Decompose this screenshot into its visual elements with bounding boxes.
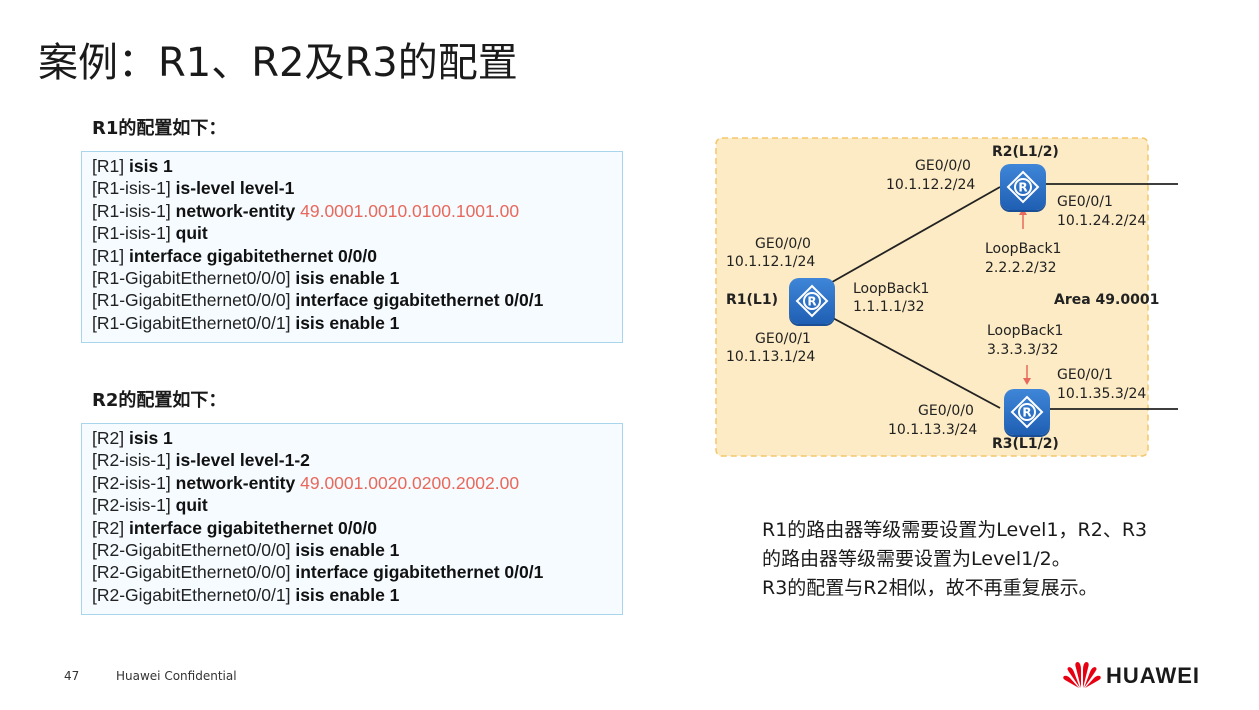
cli-command: interface gigabitethernet 0/0/1	[295, 290, 544, 311]
huawei-logo-icon	[1063, 662, 1101, 688]
r2-if1-name: GE0/0/1	[1057, 194, 1113, 210]
brand-name: HUAWEI	[1106, 663, 1200, 688]
r2-config-line: [R2-GigabitEthernet0/0/0] isis enable 1	[92, 539, 622, 561]
r1-config-line: [R1] isis 1	[92, 155, 622, 177]
r1-if1-name: GE0/0/1	[755, 331, 811, 347]
cli-prompt: [R2-isis-1]	[92, 495, 171, 516]
description-line: 的路由器等级需要设置为Level1/2。	[762, 548, 1071, 570]
r1-config-line: [R1-GigabitEthernet0/0/1] isis enable 1	[92, 312, 622, 334]
cli-command: interface gigabitethernet 0/0/0	[128, 245, 377, 266]
r1-if1-ip: 10.1.13.1/24	[726, 349, 816, 365]
cli-prompt: [R1-GigabitEthernet0/0/0]	[92, 290, 291, 311]
svg-text:R: R	[807, 295, 816, 309]
r2-config-line: [R2-GigabitEthernet0/0/1] isis enable 1	[92, 584, 622, 606]
description-text: R1的路由器等级需要设置为Level1，R2、R3 的路由器等级需要设置为Lev…	[762, 516, 1202, 603]
cli-command: quit	[175, 495, 208, 516]
r2-loopback-name: LoopBack1	[985, 241, 1062, 257]
cli-command: interface gigabitethernet 0/0/0	[128, 517, 377, 538]
description-line: R3的配置与R2相似，故不再重复展示。	[762, 577, 1098, 599]
cli-prompt: [R1-isis-1]	[92, 223, 171, 244]
cli-command: isis enable 1	[295, 584, 400, 605]
topology-lines	[715, 137, 1178, 457]
router-r2-icon: R	[1000, 164, 1046, 210]
r1-config-line: [R1-GigabitEthernet0/0/0] isis enable 1	[92, 267, 622, 289]
r1-if0-name: GE0/0/0	[755, 236, 811, 252]
cli-value: 49.0001.0020.0200.2002.00	[300, 472, 520, 493]
cli-command: is-level level-1	[175, 178, 295, 199]
r1-loopback-name: LoopBack1	[853, 281, 930, 297]
r3-if0-ip: 10.1.13.3/24	[888, 422, 978, 438]
cli-prompt: [R2-isis-1]	[92, 472, 171, 493]
cli-command: network-entity	[175, 200, 296, 221]
r3-if1-name: GE0/0/1	[1057, 367, 1113, 383]
cli-prompt: [R2-GigabitEthernet0/0/0]	[92, 539, 291, 560]
r2-if0-name: GE0/0/0	[915, 158, 971, 174]
link-r1-r3	[817, 309, 1001, 409]
r3-name: R3(L1/2)	[992, 436, 1059, 452]
r3-loopback-ip: 3.3.3.3/32	[987, 342, 1059, 358]
cli-command: interface gigabitethernet 0/0/1	[295, 562, 544, 583]
r2-config-line: [R2-isis-1] network-entity 49.0001.0020.…	[92, 472, 622, 494]
r2-loopback-arrow-head	[1019, 208, 1027, 215]
cli-prompt: [R1-GigabitEthernet0/0/1]	[92, 312, 291, 333]
r2-config-line: [R2] isis 1	[92, 427, 622, 449]
r1-config-line: [R1-GigabitEthernet0/0/0] interface giga…	[92, 289, 622, 311]
cli-command: isis enable 1	[295, 539, 400, 560]
r1-loopback-ip: 1.1.1.1/32	[853, 299, 925, 315]
r3-if0-name: GE0/0/0	[918, 403, 974, 419]
r1-config-box: [R1] isis 1[R1-isis-1] is-level level-1[…	[81, 151, 623, 343]
cli-prompt: [R1-GigabitEthernet0/0/0]	[92, 267, 291, 288]
page-title: 案例：R1、R2及R3的配置	[38, 40, 518, 86]
r2-config-line: [R2-GigabitEthernet0/0/0] interface giga…	[92, 561, 622, 583]
router-r1-icon: R	[789, 278, 835, 324]
cli-prompt: [R2]	[92, 517, 125, 538]
r2-config-box: [R2] isis 1[R2-isis-1] is-level level-1-…	[81, 423, 623, 615]
cli-prompt: [R2-GigabitEthernet0/0/1]	[92, 584, 291, 605]
r1-config-line: [R1] interface gigabitethernet 0/0/0	[92, 245, 622, 267]
r2-name: R2(L1/2)	[992, 144, 1059, 160]
cli-command: isis 1	[128, 156, 173, 176]
r3-if1-ip: 10.1.35.3/24	[1057, 386, 1147, 402]
cli-prompt: [R1-isis-1]	[92, 200, 171, 221]
cli-command: network-entity	[175, 472, 296, 493]
cli-command: quit	[175, 223, 208, 244]
router-r3-icon: R	[1004, 389, 1050, 435]
topology-diagram: R R R R2(L1/2) GE0/0/0 10.1.12.2/24 GE0/…	[700, 120, 1220, 470]
r3-loopback-name: LoopBack1	[987, 323, 1064, 339]
r1-name: R1(L1)	[726, 292, 778, 308]
cli-prompt: [R1]	[92, 245, 125, 266]
area-region	[715, 137, 1149, 457]
page-number: 47	[64, 669, 80, 683]
r2-config-line: [R2] interface gigabitethernet 0/0/0	[92, 517, 622, 539]
r2-config-line: [R2-isis-1] is-level level-1-2	[92, 449, 622, 471]
svg-text:R: R	[1018, 181, 1027, 195]
cli-prompt: [R1]	[92, 156, 125, 176]
r2-config-heading: R2的配置如下：	[92, 390, 227, 411]
area-label: Area 49.0001	[1054, 292, 1160, 308]
cli-command: is-level level-1-2	[175, 450, 310, 471]
confidential-label: Huawei Confidential	[116, 669, 237, 683]
cli-command: isis 1	[128, 428, 173, 448]
description-line: R1的路由器等级需要设置为Level1，R2、R3	[762, 519, 1148, 541]
cli-prompt: [R2]	[92, 428, 125, 448]
cli-prompt: [R2-isis-1]	[92, 450, 171, 471]
r2-if1-ip: 10.1.24.2/24	[1057, 213, 1147, 229]
cli-prompt: [R2-GigabitEthernet0/0/0]	[92, 562, 291, 583]
cli-prompt: [R1-isis-1]	[92, 178, 171, 199]
r1-config-line: [R1-isis-1] is-level level-1	[92, 177, 622, 199]
cli-command: isis enable 1	[295, 267, 400, 288]
svg-text:R: R	[1022, 406, 1031, 420]
cli-value: 49.0001.0010.0100.1001.00	[300, 200, 520, 221]
r2-loopback-ip: 2.2.2.2/32	[985, 260, 1057, 276]
r1-config-line: [R1-isis-1] network-entity 49.0001.0010.…	[92, 200, 622, 222]
r2-config-line: [R2-isis-1] quit	[92, 494, 622, 516]
r1-if0-ip: 10.1.12.1/24	[726, 254, 816, 270]
r3-loopback-arrow-head	[1023, 378, 1031, 385]
r1-config-heading: R1的配置如下：	[92, 118, 227, 139]
cli-command: isis enable 1	[295, 312, 400, 333]
r1-config-line: [R1-isis-1] quit	[92, 222, 622, 244]
link-r1-r2	[817, 186, 1001, 291]
r2-if0-ip: 10.1.12.2/24	[886, 177, 976, 193]
